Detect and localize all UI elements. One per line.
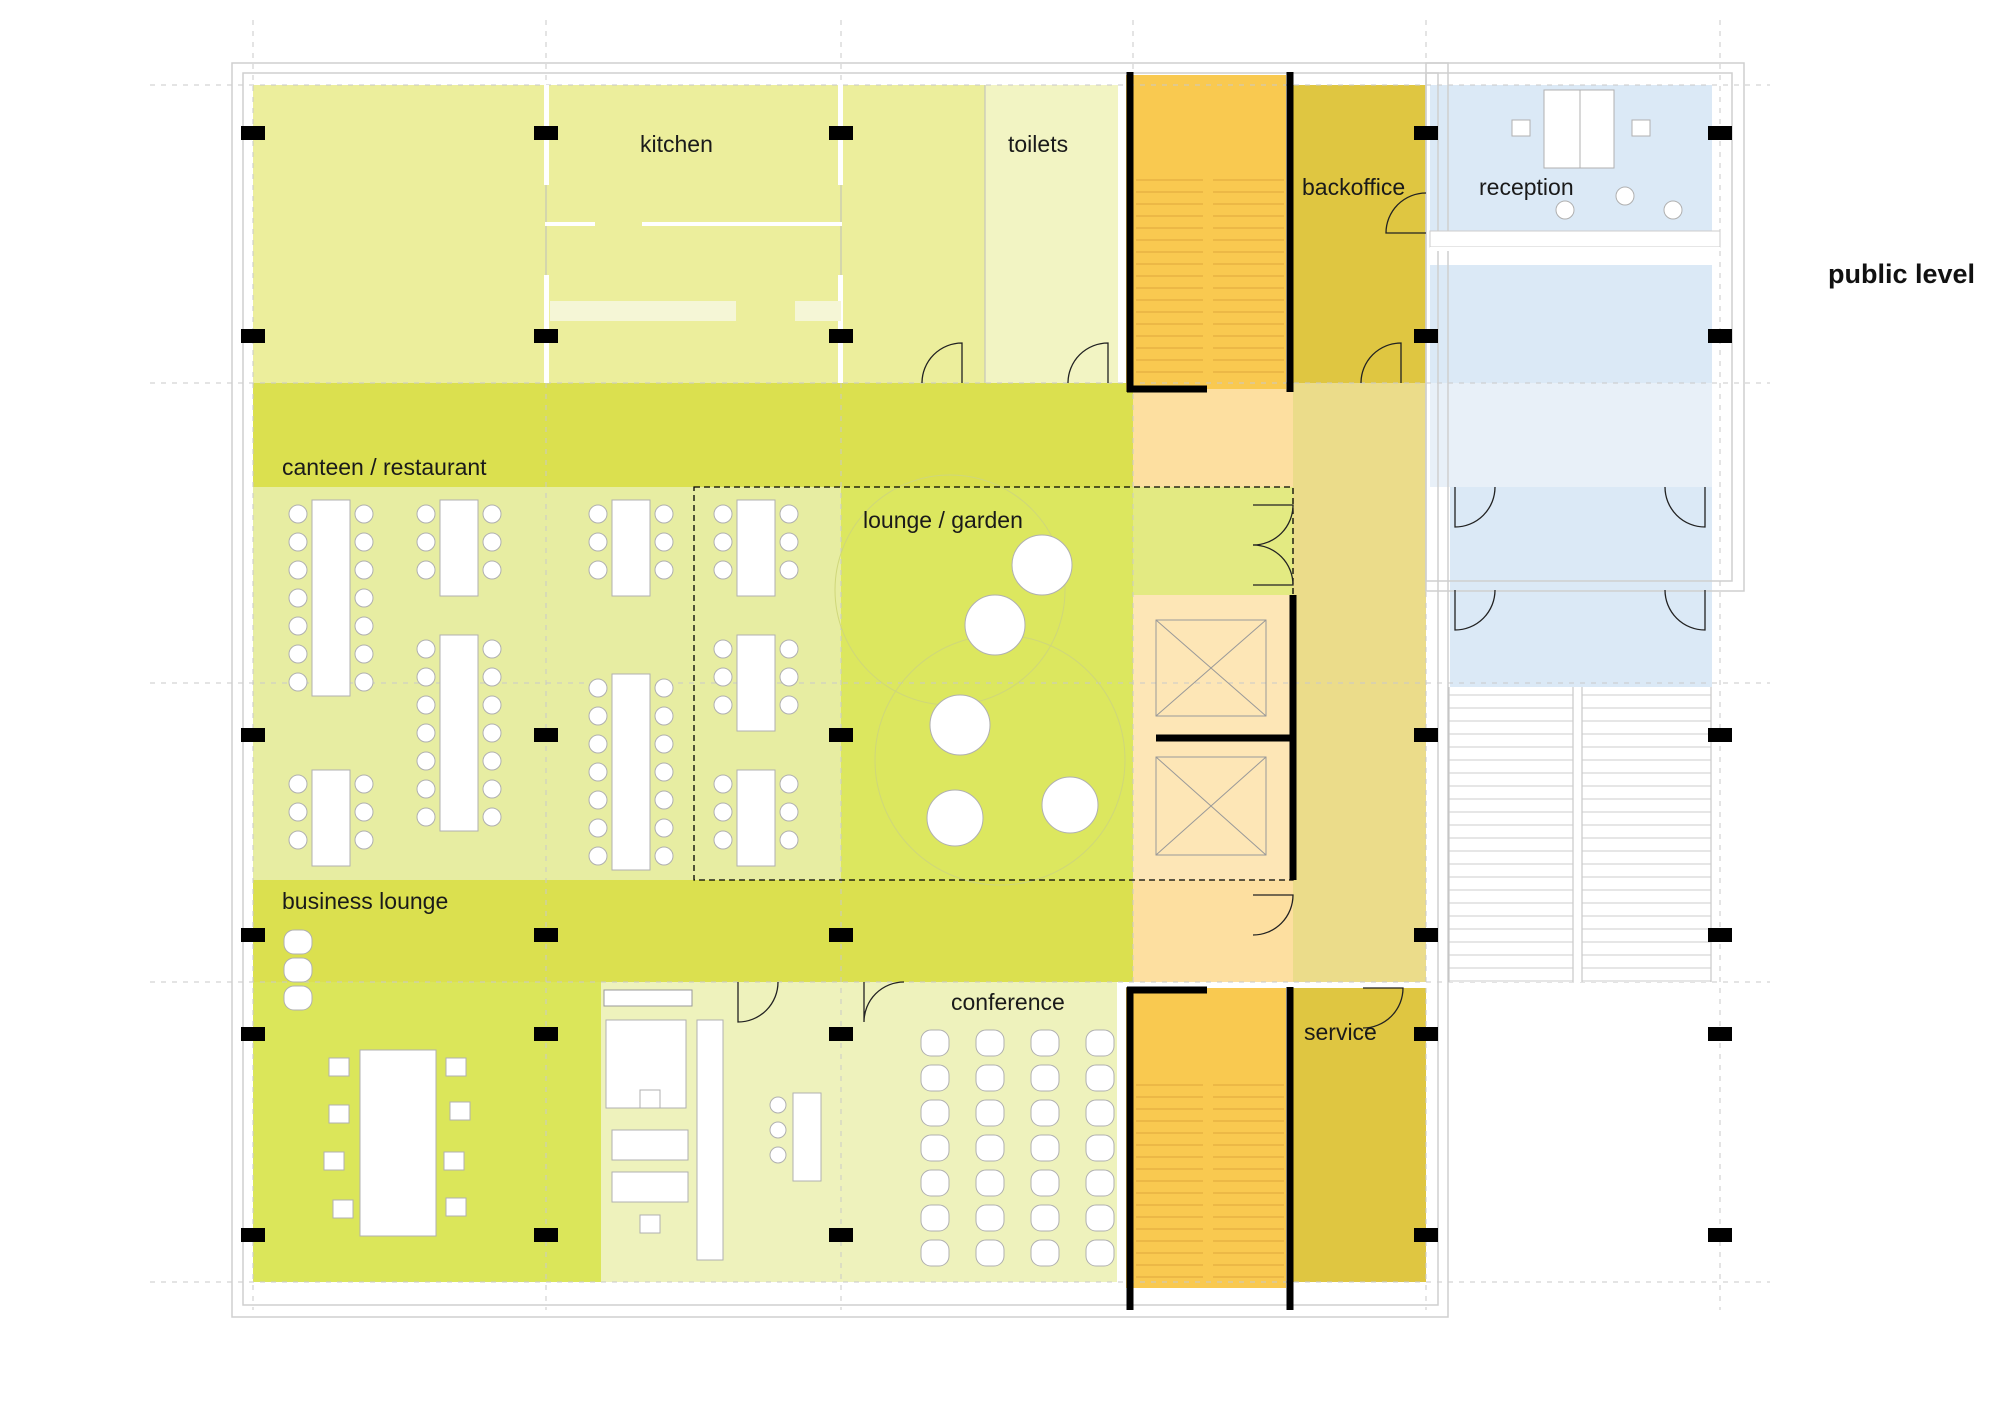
label-reception: reception: [1479, 174, 1574, 200]
zone-reception-lower: [1450, 487, 1712, 687]
column: [829, 329, 853, 343]
column: [1414, 1027, 1438, 1041]
stair-core-lower-treads: [1136, 1084, 1284, 1278]
zone-toilets: [985, 85, 1118, 383]
reception-details: [1429, 89, 1721, 251]
column: [1414, 126, 1438, 140]
column: [241, 329, 265, 343]
lift-shafts: [1155, 619, 1267, 856]
column: [1708, 126, 1732, 140]
building-outline: [231, 62, 1745, 1318]
column: [1708, 1228, 1732, 1242]
column: [1708, 928, 1732, 942]
column: [534, 329, 558, 343]
column: [1708, 1027, 1732, 1041]
zone-stair-lower: [1126, 988, 1286, 1288]
column: [534, 1228, 558, 1242]
column: [829, 728, 853, 742]
zone-backoffice: [1290, 85, 1426, 383]
label-lounge: lounge / garden: [863, 507, 1023, 533]
column: [241, 728, 265, 742]
label-public-level: public level: [1828, 259, 1975, 289]
stair-core-upper-treads: [1136, 179, 1284, 373]
label-backoffice: backoffice: [1302, 174, 1405, 200]
column: [1414, 1228, 1438, 1242]
label-canteen: canteen / restaurant: [282, 454, 487, 480]
label-kitchen: kitchen: [640, 131, 713, 157]
label-toilets: toilets: [1008, 131, 1068, 157]
business-lounge-furniture: [283, 929, 724, 1261]
column: [241, 126, 265, 140]
column: [1414, 928, 1438, 942]
label-conference: conference: [951, 989, 1065, 1015]
zone-reception-light: [1430, 383, 1712, 487]
column: [829, 1027, 853, 1041]
doors: [737, 192, 1706, 1029]
label-service: service: [1304, 1019, 1377, 1045]
column: [1414, 728, 1438, 742]
column: [241, 1027, 265, 1041]
zone-core-mid: [1133, 487, 1293, 595]
columns: [241, 126, 1732, 1242]
lounge-garden-furniture: [834, 474, 1126, 886]
column: [534, 728, 558, 742]
zone-service-corridor: [1293, 383, 1426, 982]
column: [1708, 728, 1732, 742]
column: [1708, 329, 1732, 343]
column: [534, 1027, 558, 1041]
zone-stair-upper: [1126, 75, 1286, 389]
column: [829, 126, 853, 140]
zone-corridor: [253, 383, 1133, 487]
zone-service: [1290, 988, 1426, 1282]
column: [829, 928, 853, 942]
room-labels: kitchen toilets backoffice reception can…: [282, 131, 1975, 1045]
column: [1414, 329, 1438, 343]
main-stair: [1448, 687, 1712, 982]
column: [534, 126, 558, 140]
column: [241, 1228, 265, 1242]
label-business-lounge: business lounge: [282, 888, 448, 914]
lounge-boundary: [693, 486, 1294, 881]
zone-lower-corridor: [253, 880, 1133, 982]
kitchen-counter: [550, 301, 736, 321]
conference-seats: [769, 1029, 1115, 1267]
dining-tables: [288, 499, 799, 871]
zone-reception-mid: [1430, 265, 1712, 383]
column: [829, 1228, 853, 1242]
column: [241, 928, 265, 942]
column: [534, 928, 558, 942]
kitchen-counter-2: [795, 301, 841, 321]
zone-kitchen: [253, 85, 985, 383]
